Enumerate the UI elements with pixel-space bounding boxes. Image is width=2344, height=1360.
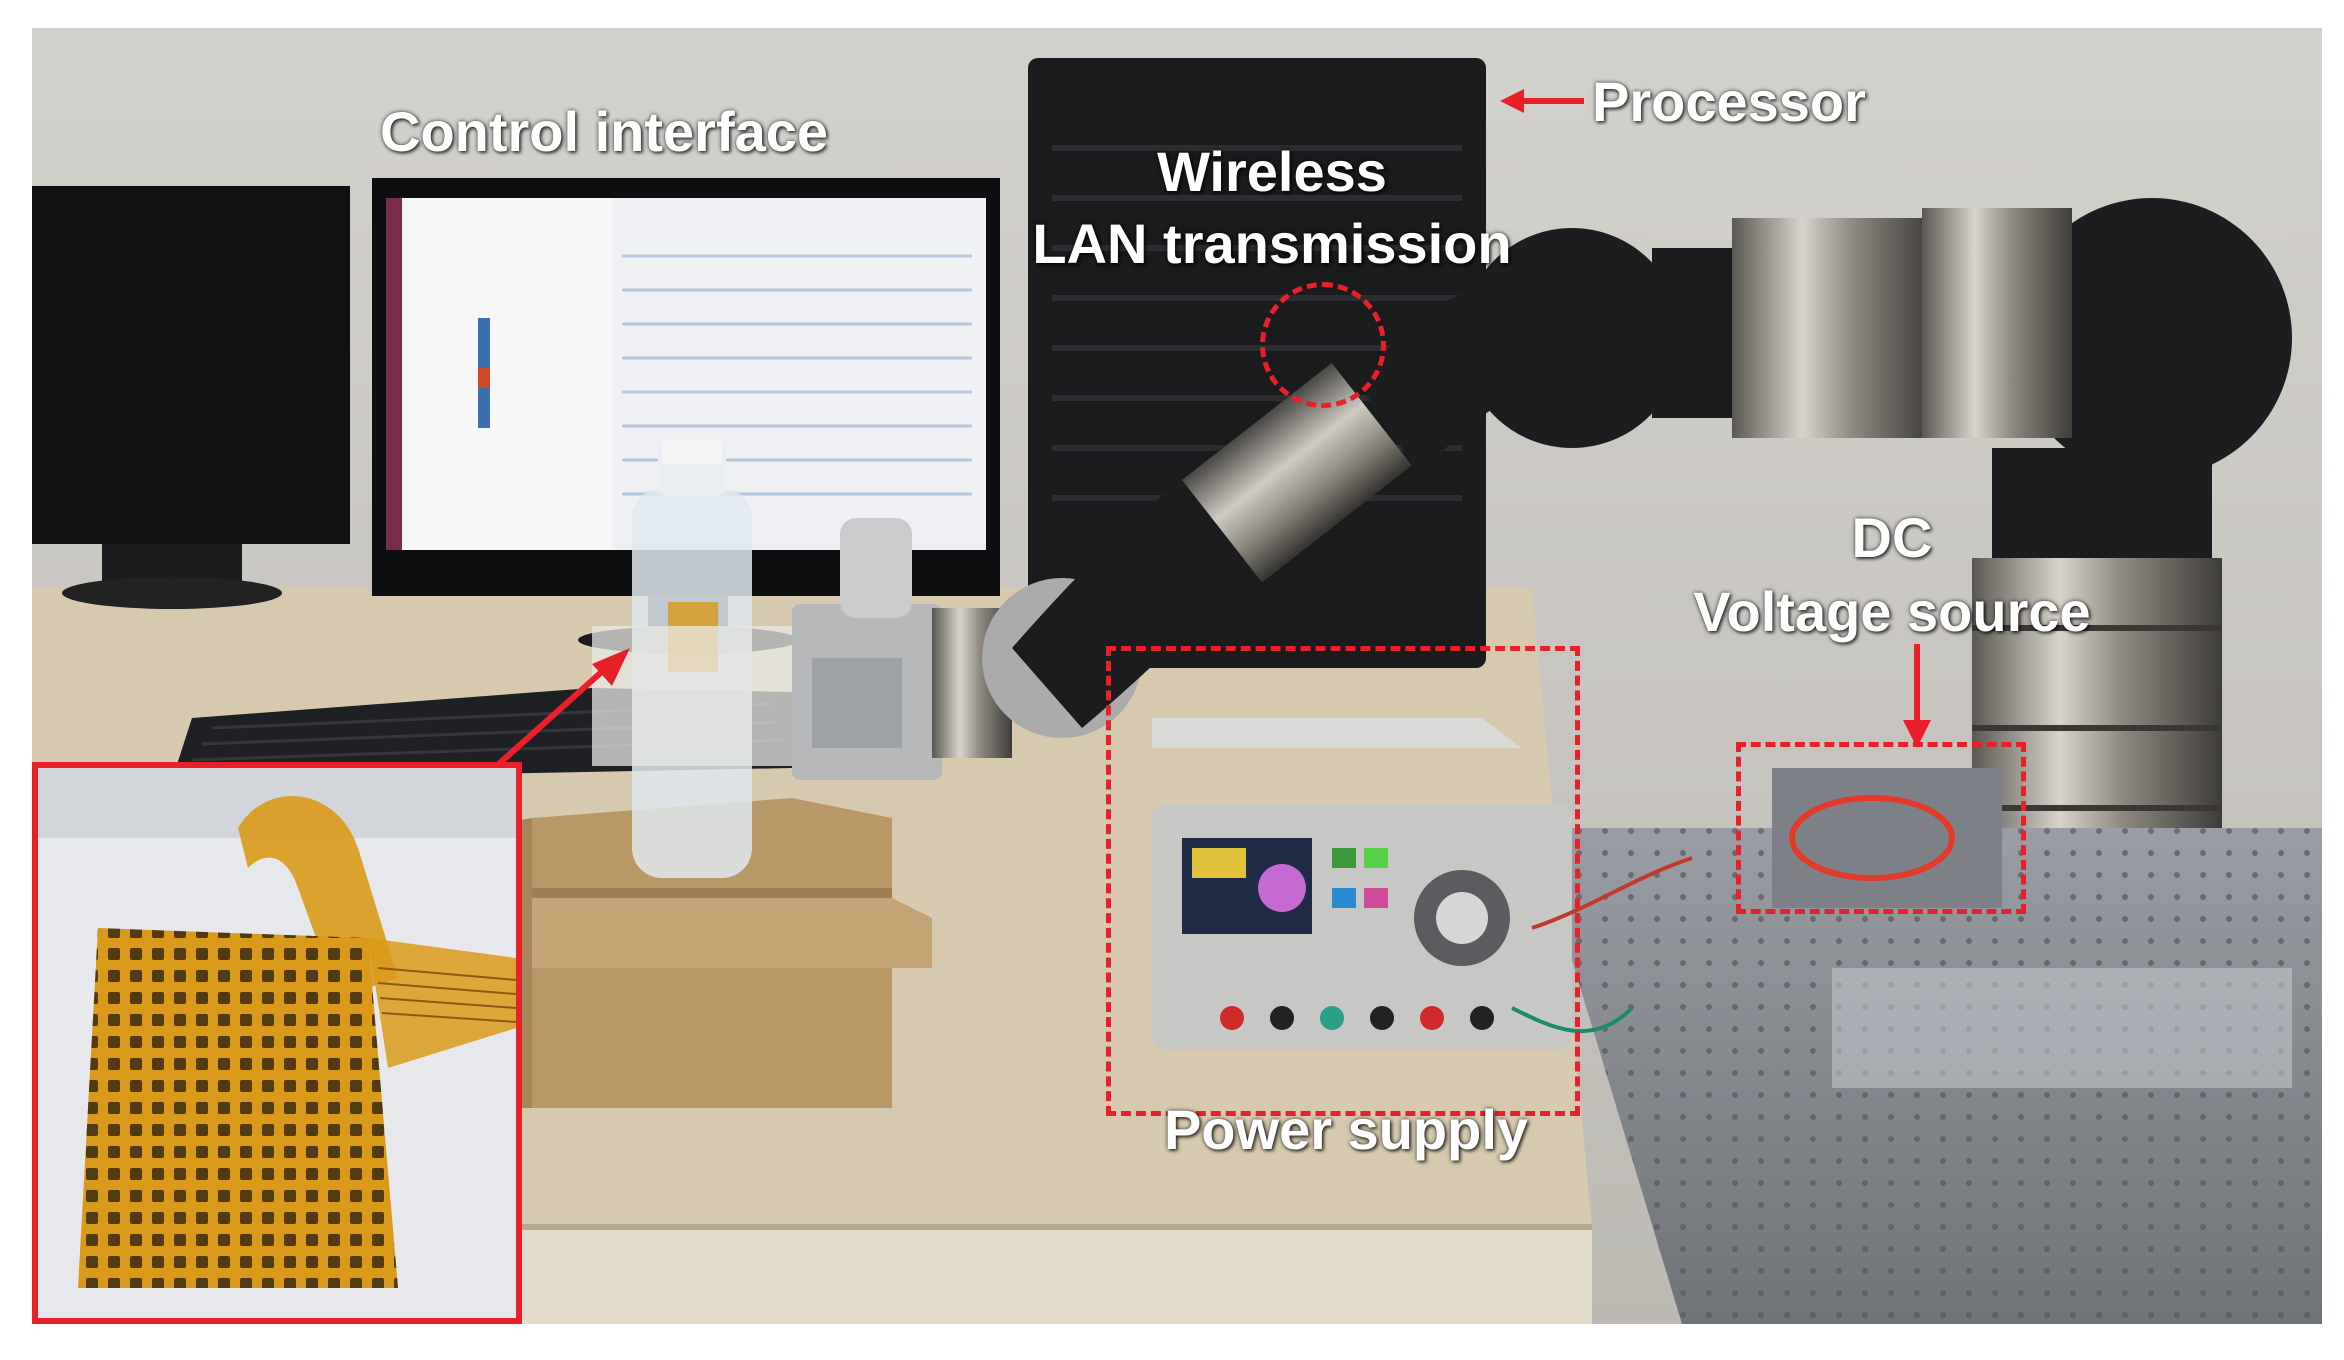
label-dc-line1: DC: [1851, 506, 1933, 569]
robot-joint-lower: [1182, 362, 1412, 583]
label-power-supply: Power supply: [1163, 1098, 1529, 1161]
dc-voltage-source: [1772, 768, 2002, 908]
arrow-up-right-icon: [489, 648, 630, 773]
dc-voltage-source-highlight: [1736, 742, 2026, 914]
label-wireless-line1: Wireless: [1157, 140, 1387, 203]
arrow-left-icon: [1500, 89, 1584, 113]
robot-elbow: [1462, 228, 1682, 448]
label-wireless-line2: LAN transmission: [1032, 212, 1512, 275]
label-dc-line2: Voltage source: [1693, 580, 2091, 643]
sensor-closeup-inset: [32, 762, 522, 1324]
power-supply-highlight: [1106, 646, 1580, 1116]
wireless-module-highlight: [1260, 282, 1386, 408]
gripper-jaw: [592, 626, 792, 766]
label-processor: Processor: [1592, 70, 1866, 133]
photo-frame: Control interface Processor Wireless LAN…: [32, 28, 2322, 1324]
label-control-interface: Control interface: [380, 100, 829, 163]
flexible-sensor-photo: [38, 768, 516, 1318]
robot-shoulder: [2012, 198, 2292, 478]
robot-link-upper: [1732, 218, 1932, 438]
arrow-down-icon: [1903, 644, 1931, 748]
left-monitor: [32, 186, 350, 544]
